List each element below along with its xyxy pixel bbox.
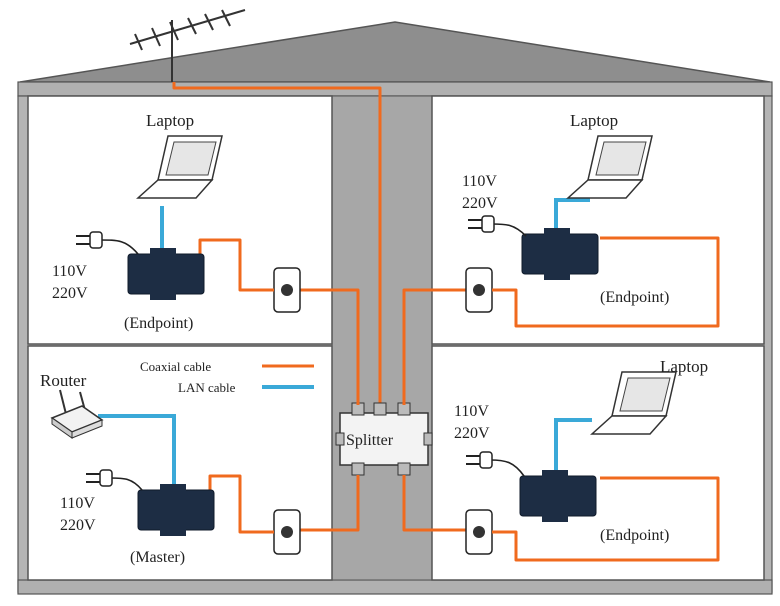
wall-outlet-top-left [273,267,301,313]
coax-splitter-top-right [402,288,470,405]
adapter-endpoint-br [519,470,597,522]
lan-router-to-master [98,414,176,488]
power-plug-icon-bl [86,469,143,491]
master-label: (Master) [130,549,185,566]
voltage-220-bl: 220V [60,517,96,534]
splitter-device: Splitter [335,402,433,476]
adapter-endpoint-tl [127,248,205,300]
router-icon [50,389,104,439]
adapter-master [137,484,215,536]
legend: Coaxial cable LAN cable [140,359,314,395]
legend-coax-label: Coaxial cable [140,359,211,374]
endpoint-label-tl: (Endpoint) [124,315,193,332]
power-plug-icon-br [466,451,525,477]
center-shaft [331,95,433,581]
coax-outlet-to-master [208,474,274,534]
splitter-label: Splitter [346,432,394,449]
wall-outlet-top-right [465,267,493,313]
coax-antenna-to-splitter [172,82,382,410]
floor-beam [17,579,773,595]
legend-lan-label: LAN cable [178,380,236,395]
roof-beam [17,81,773,97]
adapter-endpoint-tr [521,228,599,280]
coax-outlet-to-endpoint-tr [492,236,720,328]
antenna-icon [129,9,246,82]
laptop-icon-tr [566,135,653,199]
lan-endpoint-tr-to-laptop [554,198,590,232]
coax-splitter-bottom-right [402,475,470,532]
coax-outlet-to-endpoint-br [492,476,720,562]
power-plug-icon-tr [468,215,527,237]
wall-outlet-bottom-right [465,509,493,555]
wall-outlet-bottom-left [273,509,301,555]
voltage-110-bl: 110V [60,495,95,512]
voltage-220-br: 220V [454,425,490,442]
voltage-220-tl: 220V [52,285,88,302]
laptop-icon-br [590,371,677,435]
voltage-110-tl: 110V [52,263,87,280]
router-label: Router [40,371,87,390]
lan-endpoint-br-to-laptop [554,418,592,470]
laptop-label-tr: Laptop [570,111,618,130]
coax-splitter-top-left [300,288,360,405]
laptop-icon-tl [136,135,223,199]
endpoint-label-tr: (Endpoint) [600,289,669,306]
laptop-label-br: Laptop [660,357,708,376]
laptop-label-tl: Laptop [146,111,194,130]
roof [19,21,771,83]
coax-outlet-to-endpoint-tl [198,238,274,292]
power-plug-icon-tl [76,231,139,255]
voltage-220-tr: 220V [462,195,498,212]
voltage-110-tr: 110V [462,173,497,190]
coax-splitter-bottom-left [300,475,360,532]
endpoint-label-br: (Endpoint) [600,527,669,544]
voltage-110-br: 110V [454,403,489,420]
